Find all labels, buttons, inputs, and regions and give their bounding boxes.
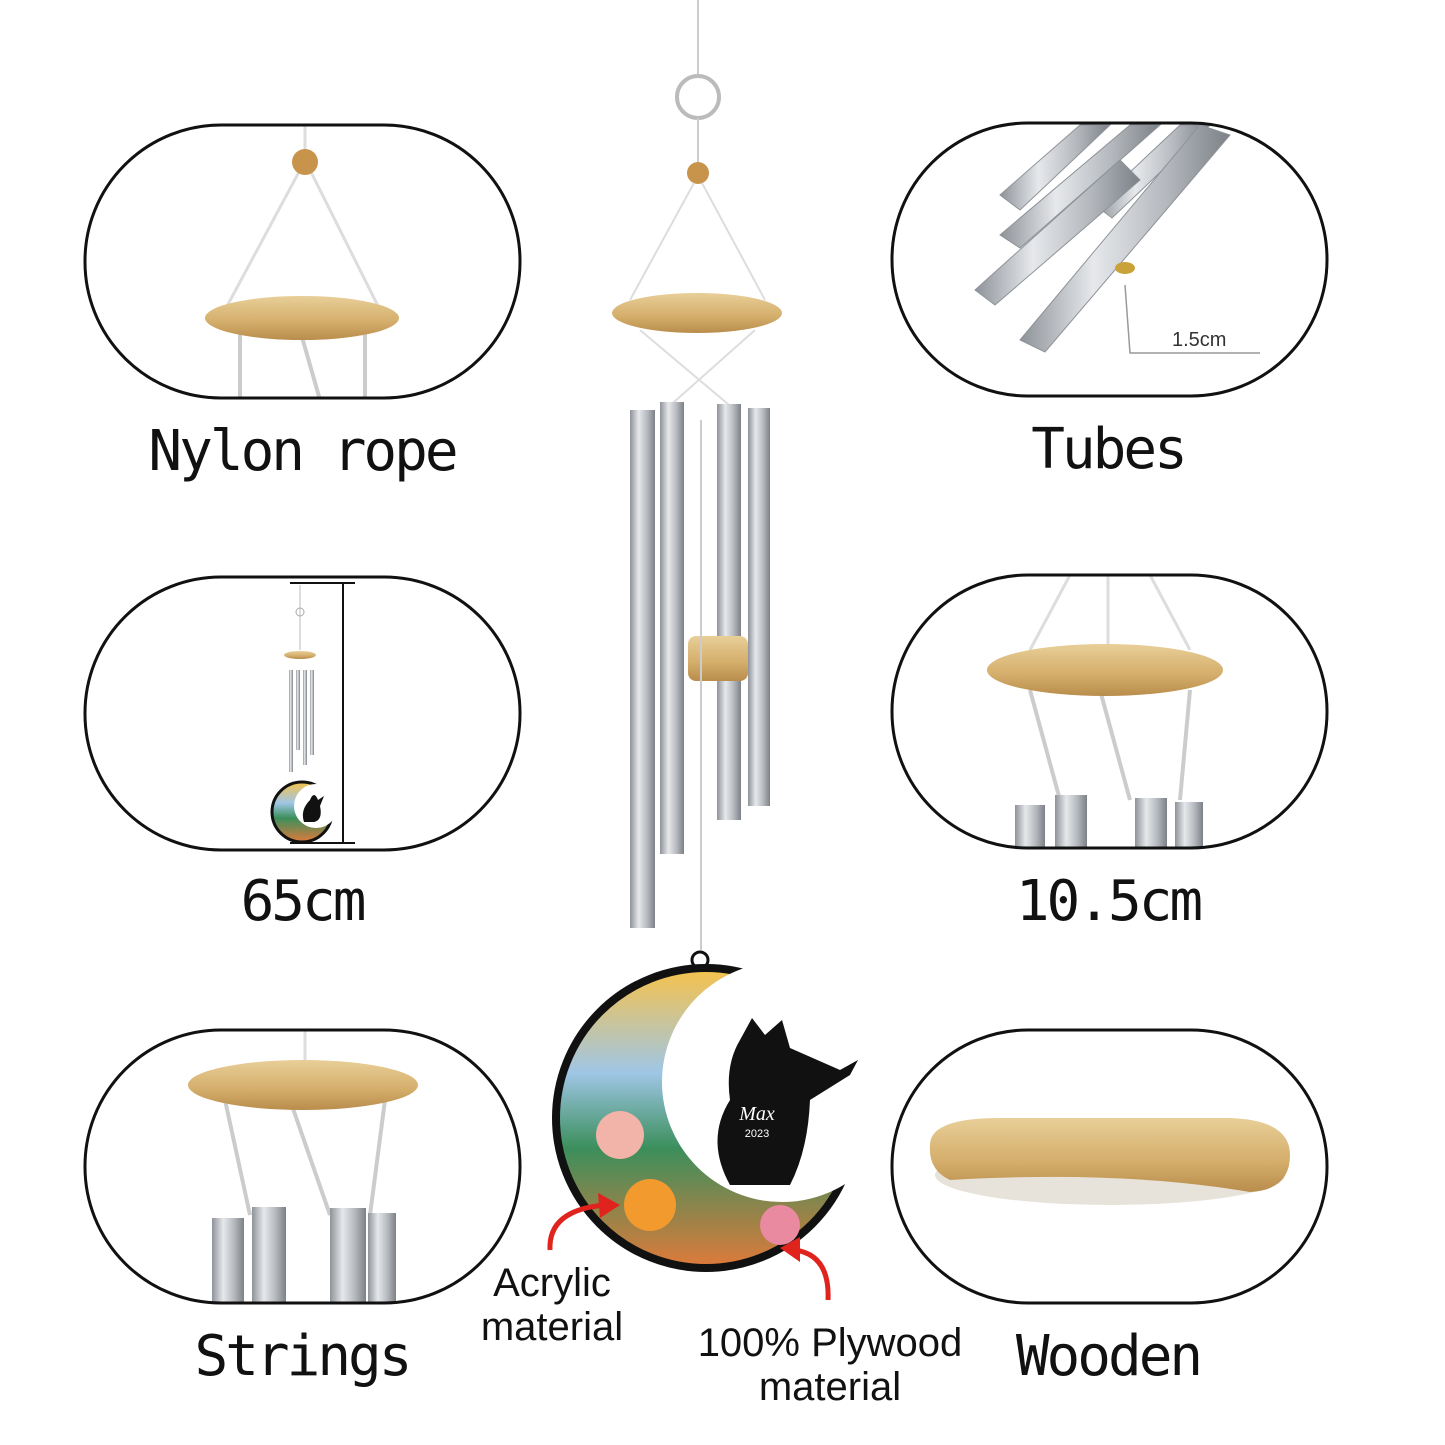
panel-frame bbox=[890, 573, 1329, 850]
panel-frame bbox=[83, 123, 522, 400]
wooden-label: Wooden bbox=[1016, 1324, 1200, 1389]
tubes-label: Tubes bbox=[1031, 417, 1185, 482]
panel-frame bbox=[890, 121, 1329, 398]
acrylic-label-line2: material bbox=[481, 1305, 623, 1349]
diameter-label: 10.5cm bbox=[1016, 869, 1202, 934]
acrylic-arrow bbox=[547, 1193, 620, 1251]
nylon-rope-label: Nylon rope bbox=[148, 419, 455, 484]
strings-label: Strings bbox=[194, 1324, 409, 1389]
wind-chime-product bbox=[612, 0, 782, 970]
pendant-name: Max bbox=[738, 1103, 775, 1125]
plywood-label-line1: 100% Plywood bbox=[698, 1321, 963, 1365]
pendant-year: 2023 bbox=[745, 1128, 769, 1140]
panel-frame bbox=[83, 1028, 522, 1305]
acrylic-label-line1: Acrylic bbox=[493, 1261, 611, 1305]
tube-dimension: 1.5cm bbox=[1172, 329, 1226, 351]
length-panel bbox=[83, 575, 522, 852]
wooden-panel bbox=[890, 1028, 1329, 1305]
nylon-rope-panel bbox=[83, 123, 522, 400]
length-label: 65cm bbox=[241, 869, 365, 934]
tubes-panel: 1.5cm bbox=[890, 121, 1329, 398]
plywood-arrow bbox=[780, 1237, 831, 1301]
strings-panel bbox=[83, 1028, 522, 1305]
panel-frame bbox=[83, 575, 522, 852]
cat-moon-pendant: Max 2023 bbox=[552, 962, 902, 1272]
panel-frame bbox=[890, 1028, 1329, 1305]
plywood-label-line2: material bbox=[759, 1365, 901, 1409]
diameter-panel bbox=[890, 573, 1329, 850]
